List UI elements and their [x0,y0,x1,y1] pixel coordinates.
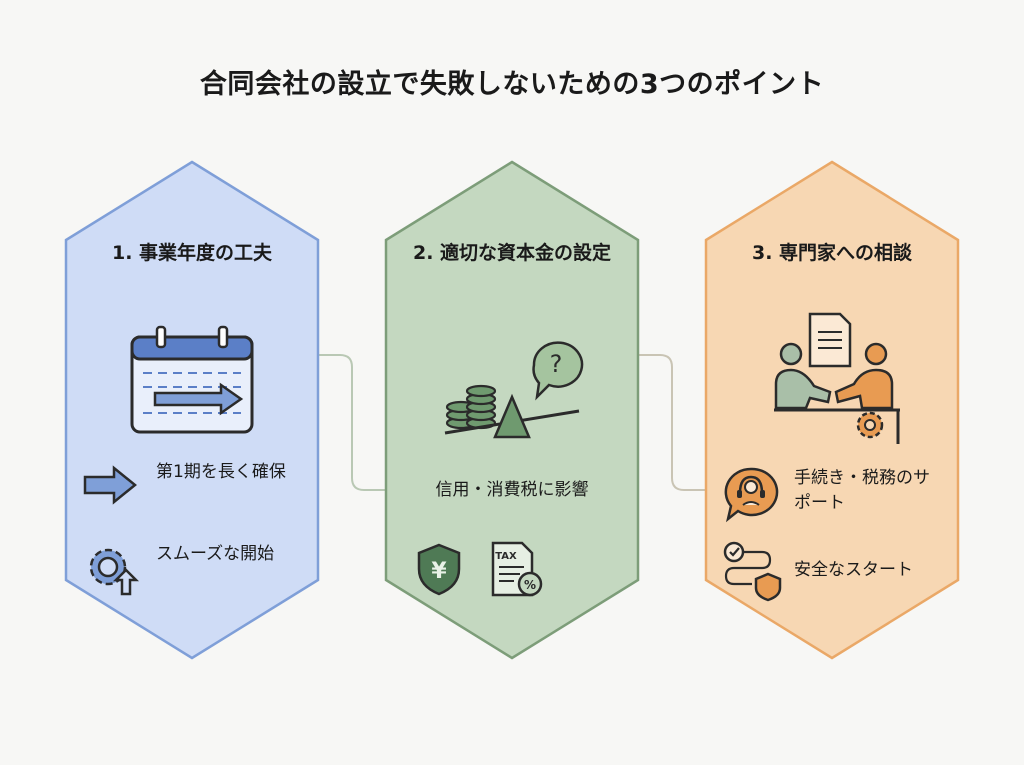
path-shield-icon [723,541,782,602]
consultation-icon [774,312,900,444]
tax-label: TAX [495,551,517,562]
tax-document-icon: TAX % [491,541,543,597]
item-text: 第1期を長く確保 [156,462,286,482]
yen-shield-icon: ¥ [417,543,461,596]
page-title: 合同会社の設立で失敗しないための3つのポイント [199,69,825,100]
panel-title: 3. 専門家への相談 [751,242,913,264]
calendar-icon [130,325,254,434]
item-text: スムーズな開始 [156,544,275,564]
panel-capital: 2. 適切な資本金の設定 ? 信用・消費税に影響 ¥ TAX % [384,160,640,660]
item-text: 信用・消費税に影響 [435,480,589,500]
headset-bubble-icon [724,467,779,523]
panel-title: 2. 適切な資本金の設定 [412,242,612,264]
svg-text:¥: ¥ [431,559,447,584]
panel-expert: 3. 専門家への相談 手続き・税務のサポート [704,160,960,660]
gear-arrow-icon [89,548,140,596]
coins-scale-icon: ? [444,341,584,439]
svg-text:?: ? [550,350,563,378]
panel-title: 1. 事業年度の工夫 [111,242,273,264]
panel-business-year: 1. 事業年度の工夫 第1期を長く確保 スムーズな開始 [64,160,320,660]
svg-text:%: % [524,578,536,592]
arrow-right-icon [83,465,137,505]
item-text: 手続き・税務のサポート [794,468,930,513]
item-text: 安全なスタート [794,560,913,580]
